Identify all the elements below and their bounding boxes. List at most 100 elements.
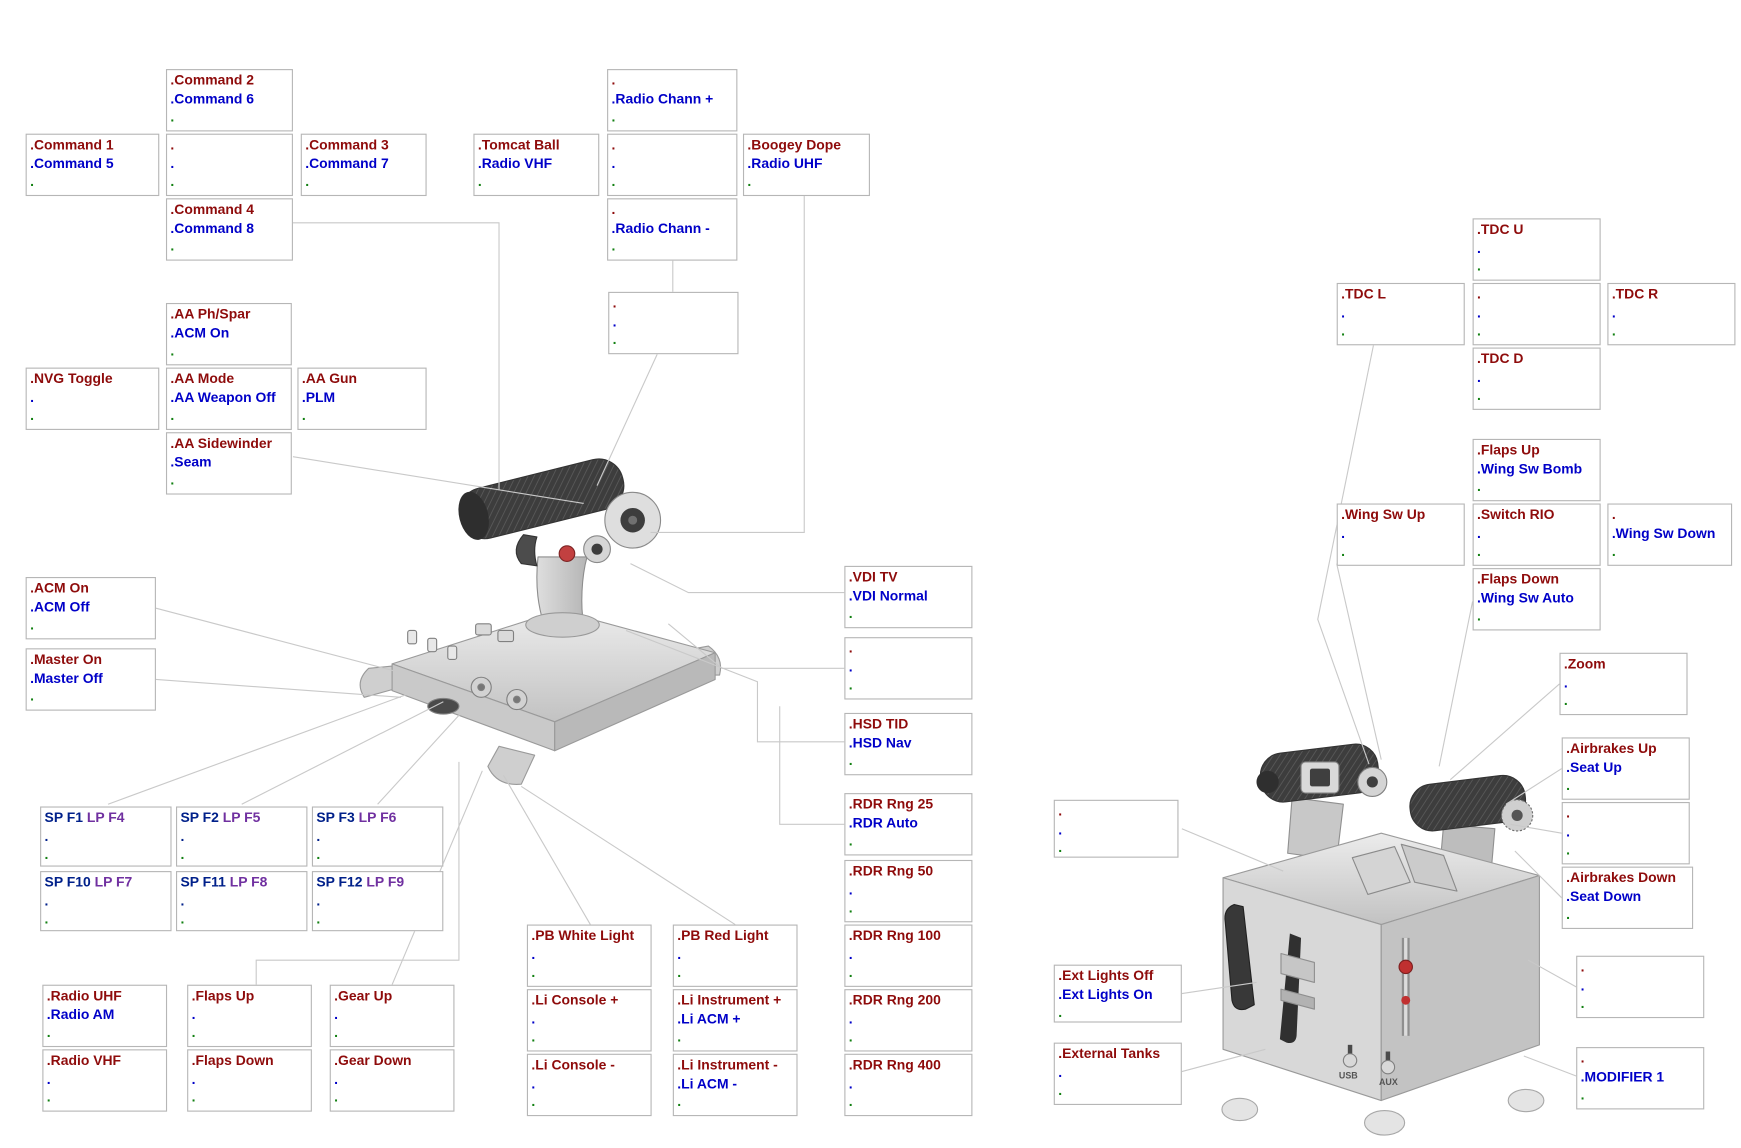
box-radio-uhf-am[interactable]: .Radio UHF.Radio AM. [42,984,168,1048]
box-rdr-400[interactable]: .RDR Rng 400.. [844,1053,973,1117]
binding-label: . [1611,506,1616,523]
box-tdc-u[interactable]: .TDC U.. [1472,218,1601,281]
binding-label: .TDC R [1611,286,1659,302]
binding-label: . [1477,304,1481,321]
box-radio-chann-minus[interactable]: ..Radio Chann -. [607,198,738,261]
box-sp-f12[interactable]: SP F12 LP F9.. [311,871,444,932]
box-li-console-plus[interactable]: .Li Console +.. [526,989,652,1052]
box-flaps-up[interactable]: .Flaps Up.. [187,984,312,1048]
box-empty-right1[interactable]: ... [1561,802,1690,865]
binding-label: .ACM On [170,324,230,341]
box-empty-hat2[interactable]: ... [607,133,738,197]
binding-label: . [848,658,853,675]
box-wing-sw-up[interactable]: .Wing Sw Up.. [1336,503,1465,566]
box-airbrakes-up[interactable]: .Airbrakes Up.Seat Up. [1561,737,1690,800]
throttle-left-grip [1256,743,1388,803]
box-sp-f2[interactable]: SP F2 LP F5.. [175,806,308,867]
box-li-instrument-minus[interactable]: .Li Instrument -.Li ACM -. [672,1053,798,1117]
box-command-4-8[interactable]: .Command 4.Command 8. [165,198,293,261]
box-aa-gun[interactable]: .AA Gun.PLM. [297,367,427,430]
red-button [558,545,576,562]
box-empty-hat3[interactable]: ... [608,291,739,355]
box-flaps-down[interactable]: .Flaps Down.. [187,1049,312,1112]
box-wing-sw-down[interactable]: ..Wing Sw Down. [1607,503,1733,566]
binding-label: . [848,946,853,962]
binding-label: .RDR Rng 50 [848,863,934,879]
box-empty-mid[interactable]: ... [844,637,973,700]
box-empty-hat1[interactable]: ... [165,133,293,197]
binding-label: .Ext Lights On [1058,986,1153,1002]
box-rdr-50[interactable]: .RDR Rng 50.. [844,859,973,923]
box-boogey-dope[interactable]: .Boogey Dope.Radio UHF. [742,133,870,197]
box-switch-rio[interactable]: .Switch RIO.. [1472,503,1601,566]
box-airbrakes-down[interactable]: .Airbrakes Down.Seat Down. [1561,866,1694,929]
box-aa-mode[interactable]: .AA Mode.AA Weapon Off. [165,367,292,430]
box-command-1-5[interactable]: .Command 1.Command 5. [25,133,160,197]
box-rdr-200[interactable]: .RDR Rng 200.. [844,989,973,1052]
connector-line [1336,563,1382,760]
binding-label: . [1341,525,1346,541]
rail-red-marker [1398,959,1413,975]
box-command-2-6[interactable]: .Command 2.Command 6. [165,69,293,132]
binding-label: .Radio AM [46,1006,115,1023]
aux-label: AUX [1379,1077,1398,1087]
box-empty-throttle[interactable]: ... [1053,799,1179,858]
box-aa-phspar[interactable]: .AA Ph/Spar.ACM On. [165,302,292,366]
box-rdr-100[interactable]: .RDR Rng 100.. [844,924,973,987]
box-radio-chann-plus[interactable]: ..Radio Chann +. [607,69,738,132]
binding-label: .Gear Up [334,988,393,1004]
binding-label: . [334,1071,339,1087]
throttle-panel [1280,988,1315,1010]
box-acm[interactable]: .ACM On.ACM Off. [25,577,156,640]
box-nvg-toggle[interactable]: .NVG Toggle.. [25,367,160,430]
box-pb-red-light[interactable]: .PB Red Light.. [672,924,798,987]
binding-label: . [170,238,175,254]
box-master[interactable]: .Master On.Master Off. [25,648,156,711]
connector-line [1510,823,1562,834]
box-sp-f10[interactable]: SP F10 LP F7.. [40,871,172,932]
box-tdc-r[interactable]: .TDC R.. [1607,282,1736,346]
box-gear-down[interactable]: .Gear Down.. [329,1049,455,1112]
binding-label: . [1058,821,1063,838]
box-vdi[interactable]: .VDI TV.VDI Normal. [844,565,973,629]
box-ext-lights[interactable]: .Ext Lights Off.Ext Lights On. [1053,964,1182,1023]
box-tdc-l[interactable]: .TDC L.. [1336,282,1465,346]
binding-label: . [1477,478,1481,495]
binding-label: SP F2 LP F5 [180,809,261,826]
box-external-tanks[interactable]: .External Tanks.. [1053,1042,1182,1105]
binding-label: SP F11 LP F8 [180,874,268,891]
binding-label: . [170,343,175,359]
box-sp-f3[interactable]: SP F3 LP F6.. [311,806,444,867]
box-tomcat-ball[interactable]: .Tomcat Ball.Radio VHF. [473,133,600,197]
binding-label: .Wing Sw Auto [1477,589,1574,606]
binding-label: .MODIFIER 1 [1580,1068,1665,1085]
binding-label: .External Tanks [1058,1045,1161,1062]
box-gear-up[interactable]: .Gear Up.. [329,984,455,1048]
box-zoom[interactable]: .Zoom.. [1559,652,1688,716]
box-pb-white-light[interactable]: .PB White Light.. [526,924,652,987]
box-hsd[interactable]: .HSD TID.HSD Nav. [844,712,973,776]
box-rdr-25[interactable]: .RDR Rng 25.RDR Auto. [844,793,973,856]
box-aa-sidewinder[interactable]: .AA Sidewinder.Seam. [165,432,292,495]
box-li-console-minus[interactable]: .Li Console -.. [526,1053,652,1117]
binding-label: . [46,1071,51,1087]
box-modifier-1[interactable]: ..MODIFIER 1. [1576,1047,1705,1110]
box-empty-tdc[interactable]: ... [1472,282,1601,346]
box-tdc-d[interactable]: .TDC D.. [1472,347,1601,410]
connector-line [1514,850,1563,899]
box-li-instrument-plus[interactable]: .Li Instrument +.Li ACM +. [672,989,798,1052]
box-sp-f1[interactable]: SP F1 LP F4.. [40,806,172,867]
throttle-render: USB AUX [1221,743,1545,1136]
joystick-console-switches [407,623,528,715]
connector-line [255,761,460,985]
box-flaps-wing-bomb[interactable]: .Flaps Up.Wing Sw Bomb. [1472,438,1601,502]
box-radio-vhf[interactable]: .Radio VHF.. [42,1049,168,1112]
binding-label: . [531,964,536,981]
binding-label: .Master Off [30,670,103,686]
box-flaps-wing-auto[interactable]: .Flaps Down.Wing Sw Auto. [1472,568,1601,631]
box-sp-f11[interactable]: SP F11 LP F8.. [175,871,308,932]
connector-line [1181,981,1257,995]
box-command-3-7[interactable]: .Command 3.Command 7. [300,133,427,197]
box-empty-right2[interactable]: ... [1576,955,1705,1019]
